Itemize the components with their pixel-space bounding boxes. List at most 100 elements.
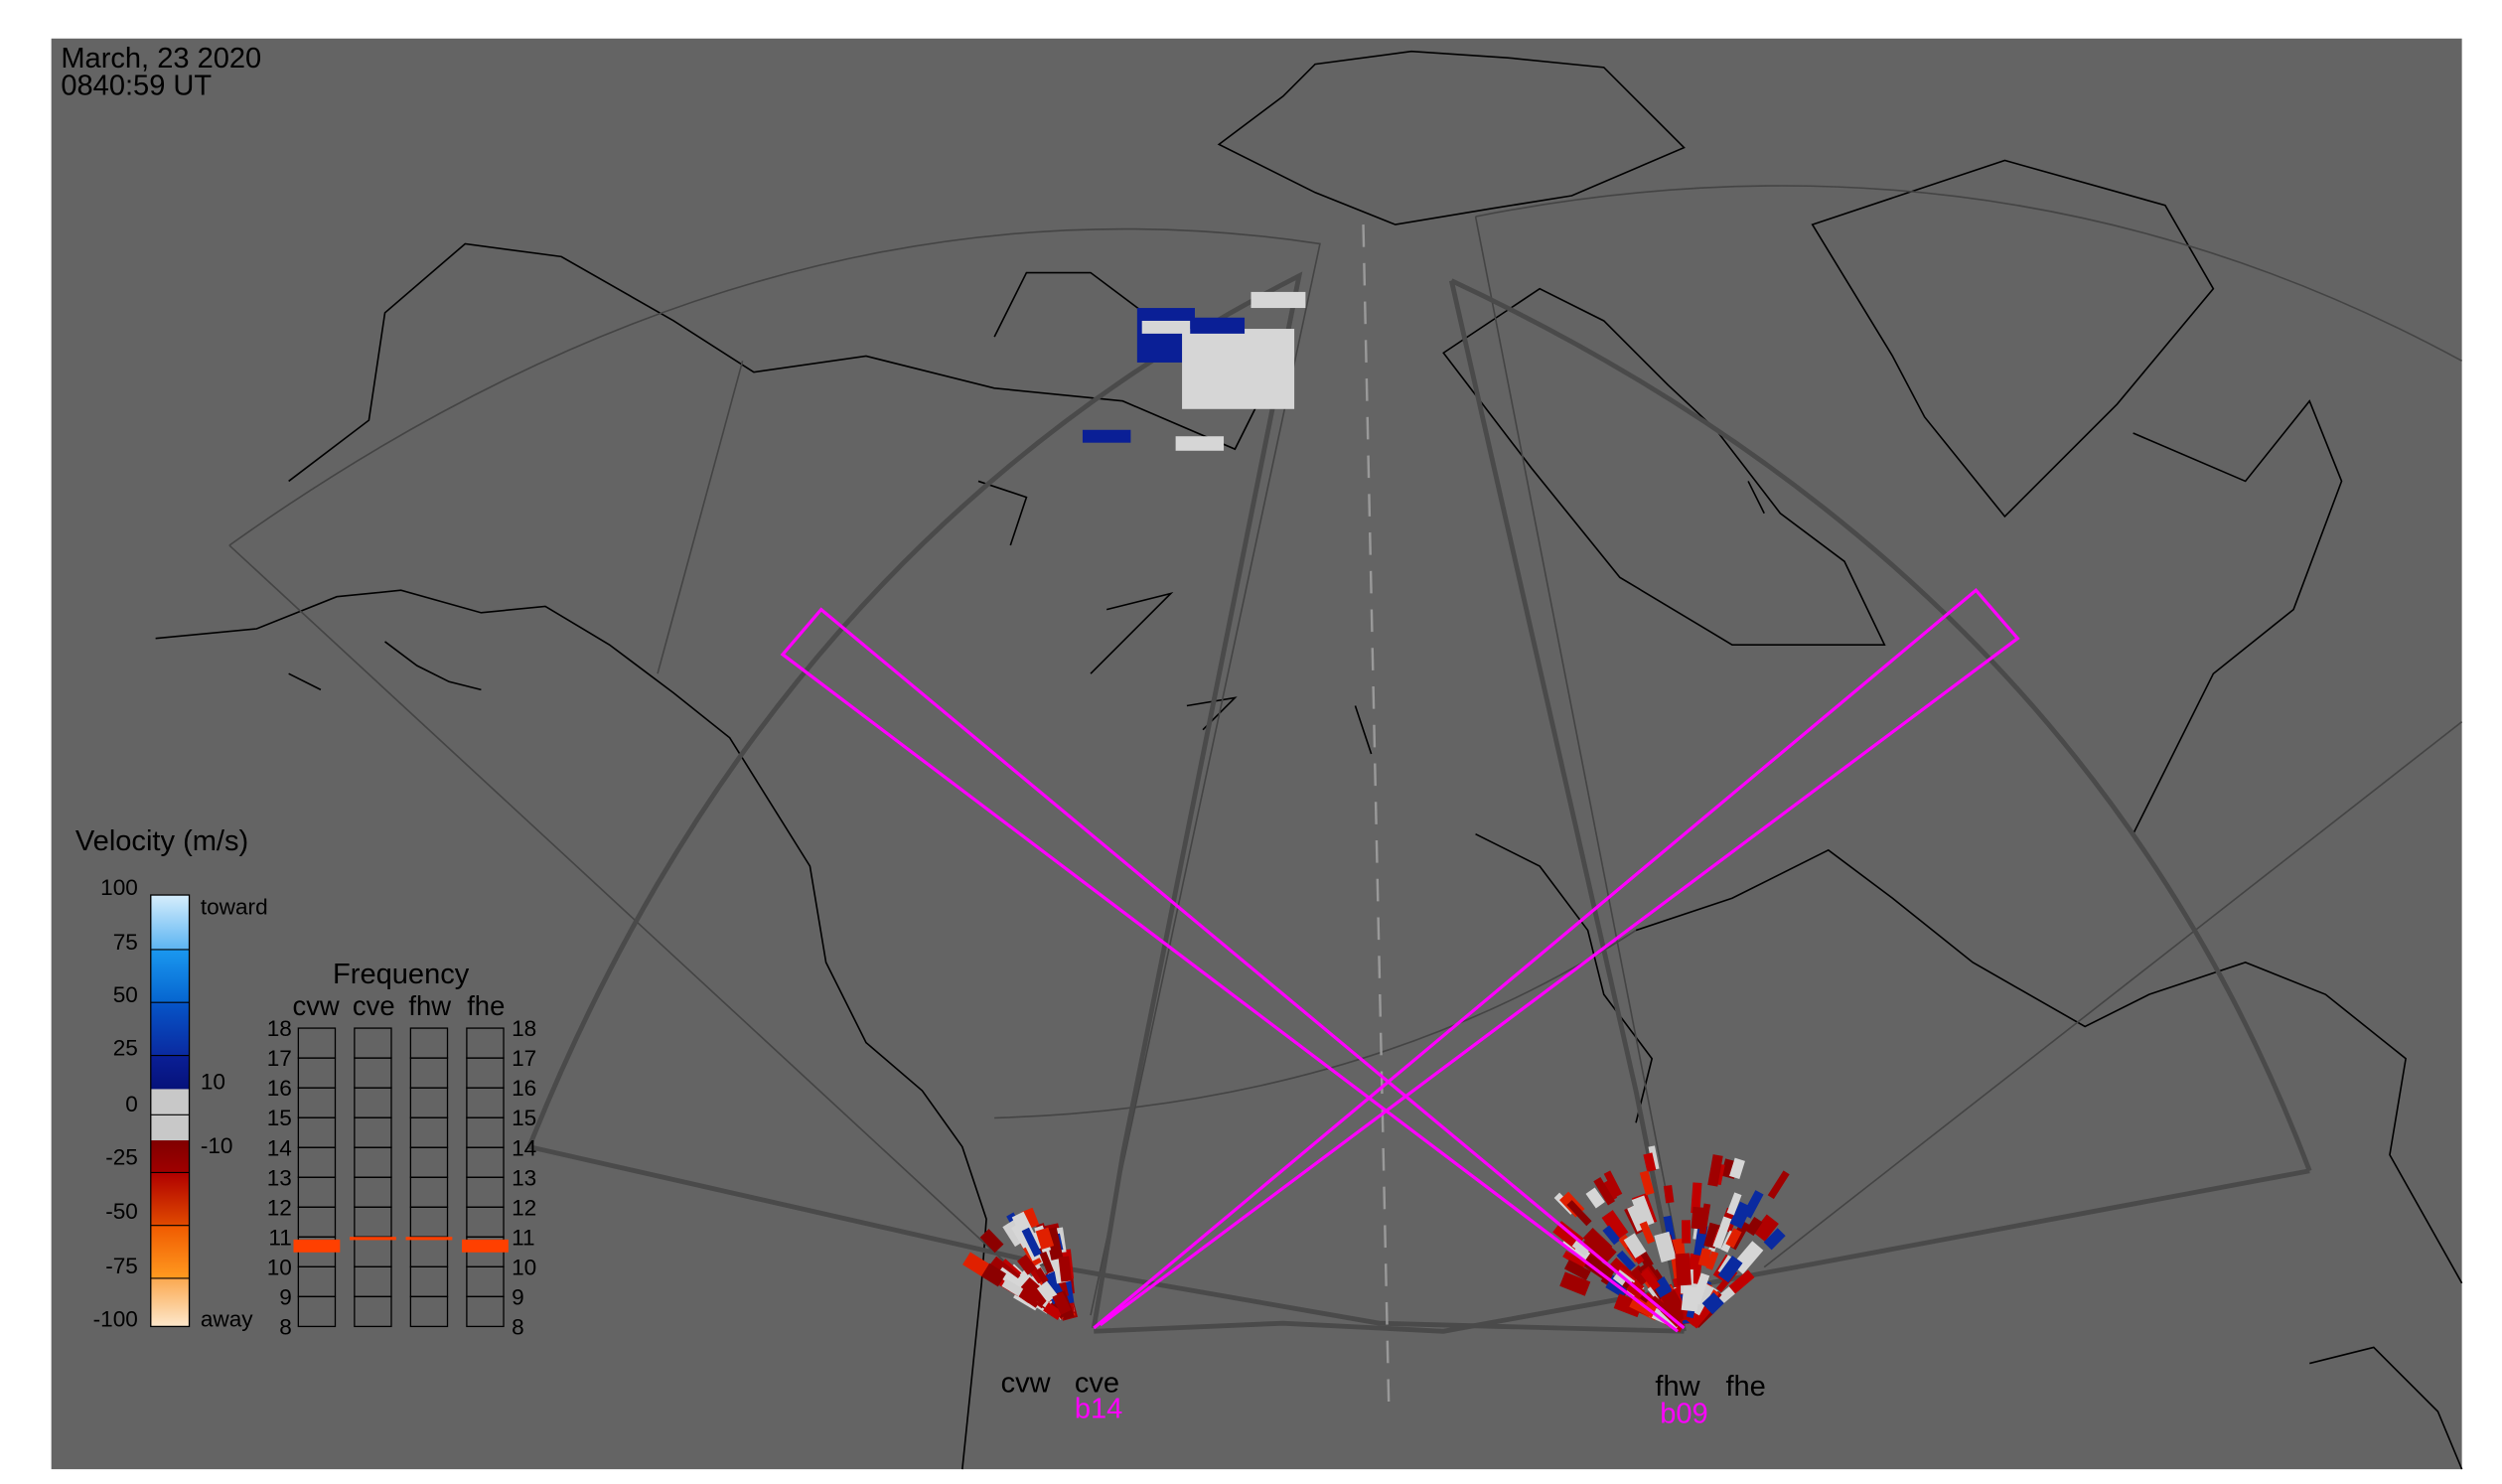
velocity-cell: [1698, 1203, 1711, 1235]
velocity-cell: [1675, 1253, 1692, 1286]
frequency-column-fhw: [405, 1027, 453, 1328]
frequency-radar-label: cvw: [292, 990, 339, 1021]
colorbar-toward-label: toward: [201, 894, 268, 919]
velocity-cell: [1021, 1227, 1042, 1258]
velocity-cell: [1001, 1278, 1024, 1297]
frequency-column-cve: [350, 1027, 396, 1328]
frequency-tick: 17: [512, 1046, 536, 1071]
velocity-cell: [1717, 1256, 1743, 1283]
velocity-cell: [1660, 1289, 1690, 1324]
colorbar-tick: 0: [125, 1092, 138, 1116]
velocity-cell: [1663, 1185, 1675, 1204]
frequency-marker: [462, 1239, 509, 1253]
date-label: March, 23 2020: [61, 43, 261, 74]
colorbar-tick: -50: [105, 1199, 138, 1224]
frequency-tick: 9: [279, 1284, 292, 1309]
velocity-cell: [1593, 1176, 1616, 1206]
beam-label-b14: b14: [1075, 1393, 1122, 1424]
velocity-cell: [1707, 1154, 1723, 1187]
colorbar-tick: -100: [93, 1306, 138, 1331]
frequency-tick: 14: [512, 1135, 536, 1160]
velocity-cell: [1035, 1227, 1055, 1251]
velocity-cell: [1613, 1293, 1644, 1318]
velocity-cell: [981, 1262, 1007, 1287]
frequency-tick: 16: [512, 1076, 536, 1101]
beam-b09: [780, 607, 1686, 1333]
velocity-cell: [1566, 1200, 1592, 1227]
velocity-cell: [1712, 1216, 1732, 1250]
time-label: 0840:59 UT: [61, 70, 212, 101]
frequency-tick: 11: [268, 1225, 291, 1250]
frequency-tick: 10: [267, 1255, 292, 1279]
velocity-cell: [1182, 329, 1295, 409]
velocity-cell: [1681, 1220, 1692, 1244]
frequency-radar-label: fhe: [467, 990, 505, 1021]
velocity-cell: [1697, 1248, 1711, 1267]
frequency-tick: 15: [267, 1106, 292, 1130]
velocity-cell: [1763, 1228, 1786, 1251]
frequency-tick: 13: [267, 1165, 292, 1190]
velocity-cell: [1626, 1281, 1646, 1299]
velocity-cell: [1602, 1225, 1621, 1246]
velocity-cell: [1630, 1264, 1651, 1286]
velocity-cell: [1745, 1216, 1763, 1237]
frequency-tick: 8: [512, 1314, 524, 1339]
velocity-cell: [1752, 1214, 1779, 1242]
colorbar-tick: -75: [105, 1254, 138, 1278]
frequency-tick: 12: [512, 1195, 536, 1220]
frequency-tick: 16: [267, 1076, 292, 1101]
colorbar-threshold-neg: -10: [201, 1133, 233, 1158]
velocity-cell: [1052, 1291, 1072, 1315]
velocity-cell: [1601, 1210, 1629, 1241]
velocity-cell: [1623, 1233, 1647, 1259]
velocity-cell: [1654, 1231, 1677, 1263]
velocity-cell: [1251, 291, 1306, 309]
velocity-cell: [1691, 1206, 1704, 1230]
velocity-cell: [1640, 1268, 1661, 1291]
radar-label-fhe: fhe: [1725, 1371, 1765, 1403]
colorbar-threshold-pos: 10: [201, 1069, 225, 1094]
velocity-cell: [1581, 1254, 1615, 1282]
frequency-column-cvw: [293, 1027, 341, 1328]
velocity-cell: [1141, 320, 1191, 334]
frequency-tick: 10: [512, 1255, 536, 1279]
velocity-cell: [1643, 1152, 1657, 1172]
frequency-tick: 18: [512, 1016, 536, 1041]
radar-label-fhw: fhw: [1655, 1371, 1700, 1403]
frequency-marker: [405, 1237, 453, 1241]
velocity-cell: [1020, 1276, 1051, 1306]
frequency-tick: 15: [512, 1106, 536, 1130]
velocity-cell: [1017, 1254, 1037, 1275]
velocity-cell: [1590, 1233, 1615, 1258]
velocity-cell: [1037, 1247, 1055, 1274]
velocity-colorbar: Velocity (m/s) 100 75 5: [75, 825, 268, 1332]
velocity-cell: [1603, 1170, 1623, 1198]
frequency-marker: [350, 1237, 396, 1241]
velocity-cell: [1729, 1157, 1745, 1180]
map-background: [51, 38, 2462, 1470]
velocity-cell: [1639, 1221, 1656, 1245]
frequency-tick: 14: [267, 1135, 292, 1160]
frequency-tick: 12: [267, 1195, 292, 1220]
velocity-cell: [1559, 1271, 1591, 1296]
frequency-radar-label: fhw: [408, 990, 451, 1021]
velocity-cell: [1725, 1228, 1742, 1249]
frequency-column-fhe: [462, 1027, 509, 1328]
colorbar-away-label: away: [201, 1306, 253, 1331]
radar-label-cve: cve: [1075, 1368, 1119, 1400]
velocity-cell: [979, 1229, 1004, 1254]
frequency-radar-label: cve: [353, 990, 395, 1021]
frequency-tick: 17: [267, 1046, 292, 1071]
velocity-cell: [1726, 1192, 1742, 1216]
velocity-cell: [1701, 1291, 1724, 1315]
fov-outlines-thin: [228, 185, 2463, 1316]
frequency-tick: 18: [267, 1016, 292, 1041]
colorbar-tick: 50: [113, 982, 138, 1007]
velocity-cell: [1585, 1187, 1605, 1209]
frequency-tick: 11: [512, 1225, 534, 1250]
colorbar-title: Velocity (m/s): [75, 825, 248, 857]
velocity-cell: [1562, 1250, 1587, 1269]
velocity-cell: [1663, 1215, 1677, 1248]
velocity-cell: [1691, 1182, 1702, 1214]
